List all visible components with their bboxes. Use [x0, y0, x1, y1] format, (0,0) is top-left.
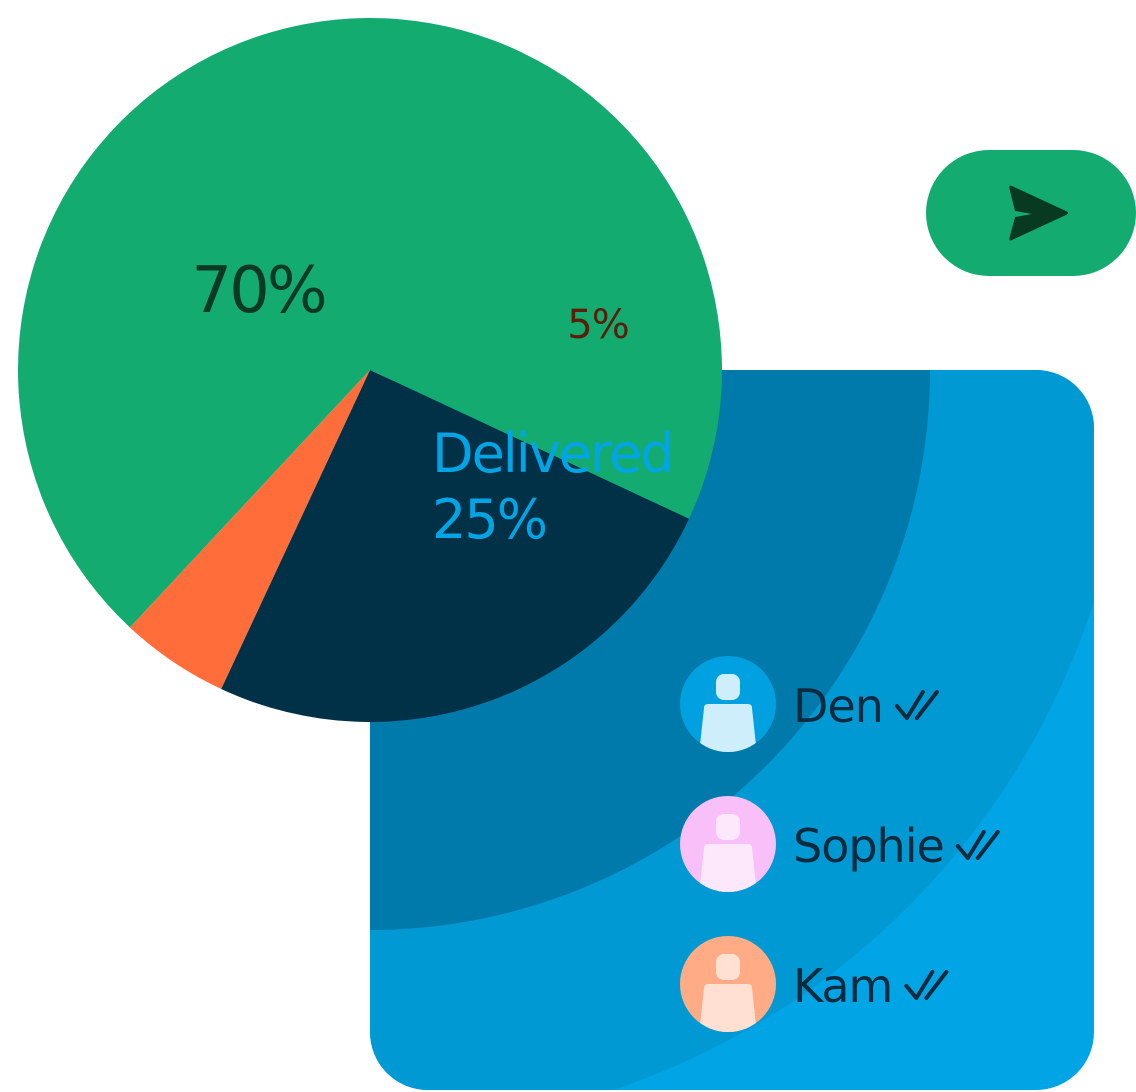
pie-slice-25-percent	[221, 370, 690, 722]
recipient-row-sophie[interactable]: Sophie	[680, 796, 1000, 904]
recipient-name: Den	[793, 679, 883, 733]
send-button[interactable]	[926, 150, 1136, 276]
pie-labels: 70% 5% Delivered 25%	[191, 254, 674, 551]
pie-slice-5-percent	[129, 370, 370, 690]
delivered-slice-label: Delivered	[432, 422, 673, 485]
double-check-icon	[955, 830, 1000, 860]
person-icon	[698, 814, 758, 892]
slice-5-value-label: 5%	[567, 302, 628, 348]
send-icon	[1009, 185, 1068, 241]
recipient-row-den[interactable]: Den	[680, 656, 939, 764]
panel-ring-inner	[370, 370, 930, 930]
recipient-name: Sophie	[793, 819, 944, 873]
recipient-name: Kam	[793, 959, 892, 1013]
double-check-icon	[904, 970, 949, 1000]
slice-25-value-label: 25%	[432, 488, 546, 551]
person-icon	[698, 954, 758, 1032]
double-check-icon	[894, 690, 939, 720]
recipient-row-kam[interactable]: Kam	[680, 936, 949, 1044]
pie-chart	[17, 17, 722, 722]
slice-70-value-label: 70%	[191, 254, 324, 328]
pie-slice-70-percent	[17, 17, 722, 628]
person-icon	[698, 674, 758, 752]
